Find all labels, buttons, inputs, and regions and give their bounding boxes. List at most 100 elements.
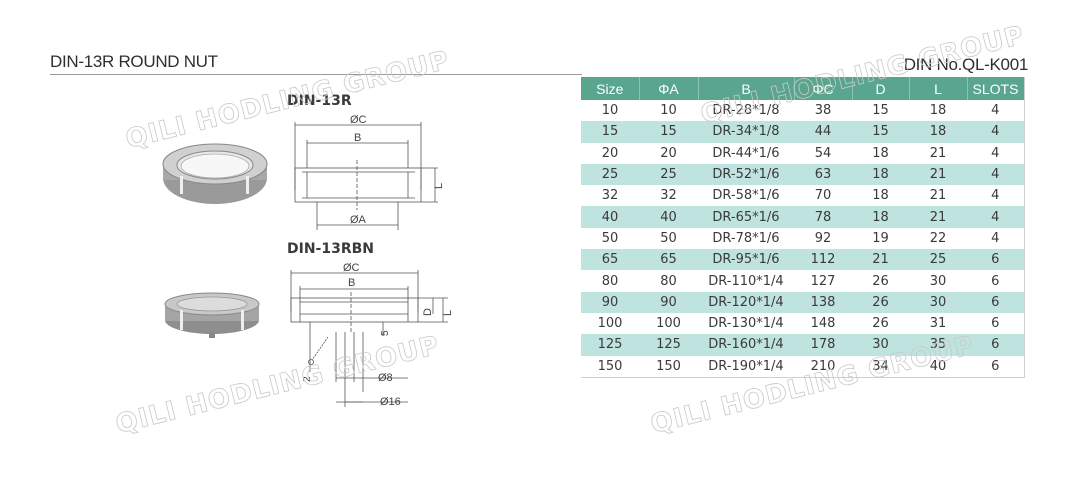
svg-text:B: B: [354, 132, 361, 144]
table-cell: 32: [660, 188, 677, 204]
table-cell: 21: [929, 188, 947, 204]
table-cell: DR-95*1/6: [698, 249, 794, 271]
table-cell: 6: [991, 273, 1000, 289]
page-title: DIN-13R ROUND NUT: [50, 52, 218, 71]
table-cell: 40: [639, 206, 698, 228]
table-cell: 15: [581, 121, 639, 143]
table-cell: 70: [814, 188, 832, 204]
table-cell: DR-52*1/6: [698, 163, 794, 186]
table-cell: 65: [581, 249, 639, 271]
table-cell: 22: [929, 230, 947, 246]
doc-number: DIN No.QL-K001: [903, 55, 1029, 74]
table-cell: 80: [601, 273, 619, 289]
table-cell: DR-28*1/8: [712, 103, 780, 119]
table-cell: 15: [852, 121, 909, 143]
table-header-row: Size ΦA B ΦC D L SLOTS: [581, 77, 1024, 100]
table-cell: 127: [810, 273, 836, 289]
title-underline: [50, 74, 582, 75]
table-cell: 18: [909, 121, 967, 143]
svg-text:B: B: [348, 277, 355, 289]
table-cell: 4: [967, 206, 1024, 228]
table-cell: 15: [872, 103, 889, 119]
table-cell: 40: [929, 358, 947, 374]
table-cell: 18: [852, 163, 909, 186]
table-cell: 90: [581, 291, 639, 313]
table-cell: 4: [991, 145, 1000, 161]
table-cell: 65: [639, 249, 698, 271]
table-cell: 19: [872, 230, 889, 246]
drawing-label-din-13rbn: DIN-13RBN: [287, 241, 375, 257]
table-cell: 30: [909, 291, 967, 313]
table-cell: 6: [991, 316, 1000, 332]
table-cell: DR-58*1/6: [712, 188, 780, 204]
svg-text:ØC: ØC: [350, 114, 367, 126]
col-header-phi-a: ΦA: [639, 77, 699, 100]
table-cell: 18: [872, 145, 889, 161]
table-cell: 6: [991, 358, 1000, 374]
table-cell: DR-78*1/6: [712, 230, 780, 246]
table-cell: 100: [656, 316, 681, 332]
table-cell: 6: [967, 334, 1024, 356]
table-cell: 4: [967, 163, 1024, 186]
table-cell: 148: [810, 316, 836, 332]
col-header-b: B: [698, 77, 795, 100]
table-cell: 30: [852, 334, 909, 356]
col-header-size: Size: [581, 77, 640, 100]
table-cell: 112: [794, 249, 852, 271]
table-cell: 38: [814, 103, 832, 119]
table-cell: 150: [597, 358, 623, 374]
table-cell: 150: [656, 358, 681, 374]
table-cell: 26: [872, 273, 889, 289]
table-cell: 25: [909, 249, 967, 271]
table-cell: 50: [601, 230, 619, 246]
table-cell: 210: [810, 358, 836, 374]
table-cell: 32: [601, 188, 619, 204]
col-header-l: L: [909, 77, 968, 100]
table-cell: 4: [991, 188, 1000, 204]
table-cell: 10: [660, 103, 677, 119]
table-cell: 21: [852, 249, 909, 271]
table-cell: 125: [639, 334, 698, 356]
table-cell: 18: [852, 206, 909, 228]
table-cell: 80: [660, 273, 677, 289]
svg-text:Ø16: Ø16: [380, 396, 401, 408]
table-cell: 138: [794, 291, 852, 313]
col-header-d: D: [852, 77, 910, 100]
col-header-phi-c: ΦC: [794, 77, 853, 100]
table-cell: 100: [597, 316, 623, 332]
table-cell: DR-120*1/4: [698, 291, 794, 313]
table-cell: 125: [581, 334, 639, 356]
table-cell: DR-110*1/4: [708, 273, 784, 289]
table-cell: 10: [601, 103, 619, 119]
table-cell: 4: [967, 121, 1024, 143]
table-cell: 26: [852, 291, 909, 313]
table-cell: 78: [794, 206, 852, 228]
svg-text:L: L: [433, 183, 445, 189]
table-cell: 63: [794, 163, 852, 186]
table-cell: 178: [794, 334, 852, 356]
table-cell: 90: [639, 291, 698, 313]
table-cell: DR-160*1/4: [698, 334, 794, 356]
table-cell: DR-44*1/6: [712, 145, 780, 161]
table-cell: 4: [991, 230, 1000, 246]
svg-text:2: 2: [302, 376, 313, 382]
svg-text:5: 5: [380, 330, 391, 336]
technical-drawing-din-13rbn: ØC B D L 5 2 Ø8 Ø16: [290, 262, 454, 408]
svg-text:ØA: ØA: [350, 214, 367, 226]
table-cell: 31: [929, 316, 947, 332]
table-cell: 35: [909, 334, 967, 356]
table-cell: 54: [814, 145, 832, 161]
table-cell: 18: [929, 103, 947, 119]
table-cell: 6: [967, 249, 1024, 271]
table-cell: 92: [814, 230, 832, 246]
table-cell: 20: [660, 145, 677, 161]
